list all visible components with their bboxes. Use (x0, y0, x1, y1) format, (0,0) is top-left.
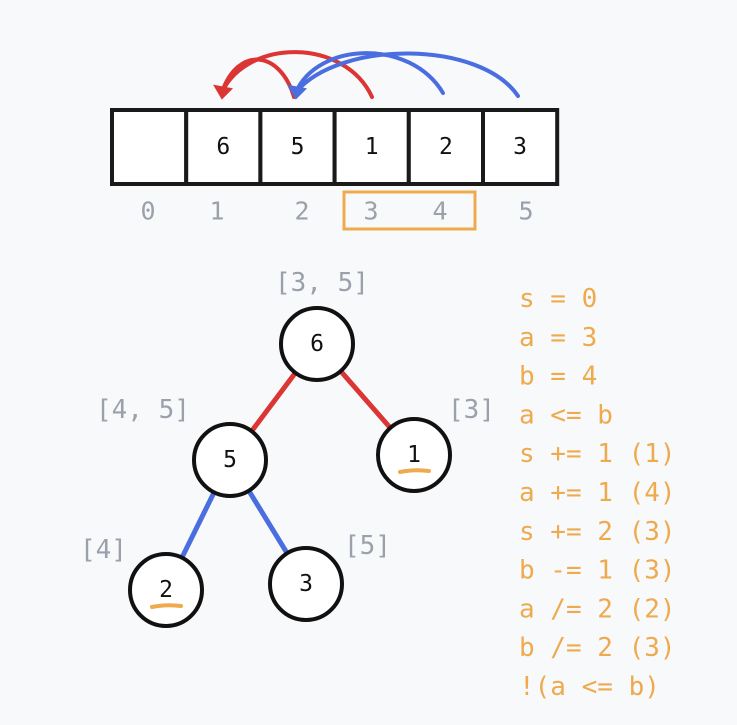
node-range-label: [5] (344, 531, 391, 561)
node-range-label: [3] (448, 395, 495, 425)
code-line-7: b -= 1 (3) (519, 556, 676, 586)
array-cell-1 (184, 108, 263, 186)
node-value: 6 (310, 331, 324, 357)
tree-node-root: 6 [3, 5] (275, 268, 369, 382)
query-range-box (342, 190, 477, 231)
array-cell-value-5: 3 (513, 134, 527, 160)
node-circle (376, 417, 452, 493)
node-range-label: [4] (80, 535, 127, 565)
tree-nodes: 6 [3, 5] 5 [4, 5] 1 [3] 2 [4] 3 [5] (80, 268, 495, 628)
code-line-5: a += 1 (4) (519, 478, 676, 508)
tree-edge-root-right (338, 368, 393, 431)
array-cell-0 (110, 108, 189, 186)
code-line-9: b /= 2 (3) (519, 633, 676, 663)
parent-arrows (213, 50, 520, 100)
node-circle (192, 422, 268, 498)
node-value: 2 (159, 577, 173, 603)
node-circle (128, 552, 204, 628)
node-range-label: [4, 5] (96, 395, 190, 425)
blue-arrow-4-to-2 (294, 51, 445, 95)
node-value: 3 (299, 571, 313, 597)
array-cell-value-1: 6 (216, 134, 230, 160)
tree-edge-root-left (249, 370, 298, 434)
node-circle (268, 546, 344, 622)
node-range-label: [3, 5] (275, 268, 369, 298)
array-cell-2 (258, 108, 337, 186)
code-line-8: a /= 2 (2) (519, 594, 676, 624)
tree-node-left-right: 3 [5] (268, 531, 391, 622)
array-cell-value-4: 2 (439, 134, 453, 160)
code-line-4: s += 1 (1) (519, 439, 676, 469)
index-label-0: 0 (140, 197, 155, 226)
index-label-4: 4 (432, 197, 447, 226)
tree-edge-left-left-right (246, 488, 290, 556)
node-value: 1 (407, 442, 421, 468)
node-underline (398, 468, 431, 474)
code-line-6: s += 2 (3) (519, 517, 676, 547)
code-line-1: a = 3 (519, 323, 597, 353)
tree-edge-left-left-left (179, 489, 217, 561)
array-cell-value-3: 1 (365, 134, 379, 160)
node-value: 5 (223, 447, 237, 473)
array-cell-5 (481, 108, 560, 186)
array-cell-value-2: 5 (291, 134, 305, 160)
array-row: 6 5 1 2 3 (110, 108, 560, 186)
tree-node-left: 5 [4, 5] (96, 395, 268, 498)
node-underline (150, 603, 183, 609)
tree-node-left-left: 2 [4] (80, 535, 204, 628)
code-line-0: s = 0 (519, 284, 597, 314)
index-row: 0 1 2 3 4 5 (140, 190, 534, 231)
red-arrow-3-to-1 (220, 50, 374, 99)
tree-edges (179, 368, 393, 561)
index-label-1: 1 (209, 197, 224, 226)
index-label-3: 3 (363, 197, 378, 226)
code-block: s = 0 a = 3 b = 4 a <= b s += 1 (1) a += 1 (4… (519, 284, 676, 702)
red-arrow-2-to-1 (220, 57, 296, 99)
tree-node-right: 1 [3] (376, 395, 495, 493)
index-label-2: 2 (294, 197, 309, 226)
blue-arrow-5-to-2 (294, 51, 520, 98)
code-line-10: !(a <= b) (519, 672, 660, 702)
index-label-5: 5 (518, 197, 533, 226)
code-line-2: b = 4 (519, 362, 597, 392)
code-line-3: a <= b (519, 400, 613, 430)
node-circle (279, 306, 355, 382)
